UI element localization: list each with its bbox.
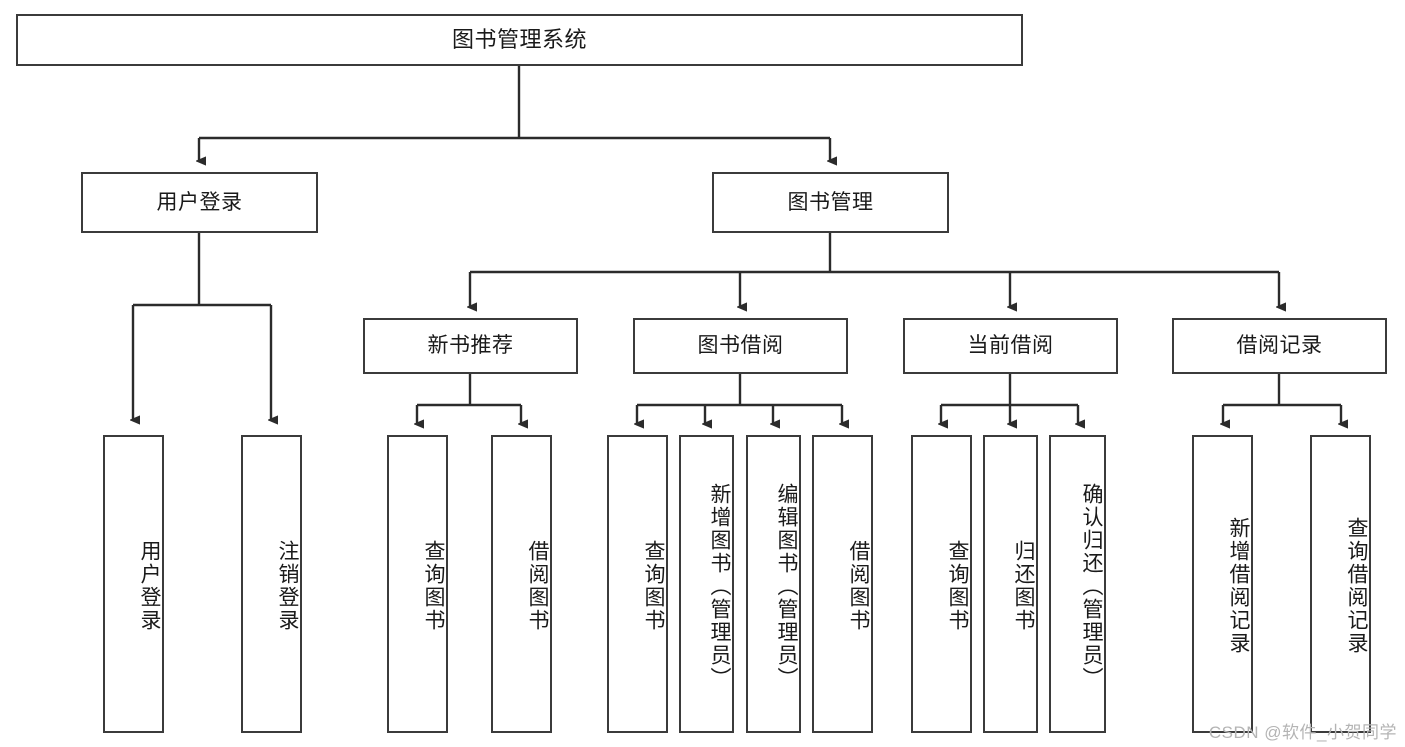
node-label: 查询图书 <box>422 540 445 632</box>
node-leaf-return-book[interactable]: 归还图书 <box>983 435 1038 733</box>
node-leaf-query-book-borrow[interactable]: 查询图书 <box>607 435 668 733</box>
node-leaf-query-borrow-record[interactable]: 查询借阅记录 <box>1310 435 1371 733</box>
node-label: 查询图书 <box>642 540 665 632</box>
node-label: 借阅图书 <box>526 540 549 632</box>
node-book-borrow[interactable]: 图书借阅 <box>633 318 848 374</box>
node-new-book-recommend[interactable]: 新书推荐 <box>363 318 578 374</box>
node-label: 图书管理 <box>787 190 874 214</box>
node-current-borrow[interactable]: 当前借阅 <box>903 318 1118 374</box>
node-label: 注销登录 <box>276 540 299 632</box>
node-leaf-borrow-book-recommend[interactable]: 借阅图书 <box>491 435 552 733</box>
node-label: 图书管理系统 <box>451 26 587 52</box>
node-leaf-user-logout[interactable]: 注销登录 <box>241 435 302 733</box>
node-label: 图书借阅 <box>697 334 784 358</box>
node-leaf-borrow-book-borrow[interactable]: 借阅图书 <box>812 435 873 733</box>
node-label: 当前借阅 <box>967 334 1054 358</box>
node-leaf-user-login[interactable]: 用户登录 <box>103 435 164 733</box>
node-book-management[interactable]: 图书管理 <box>712 172 949 233</box>
node-borrow-record[interactable]: 借阅记录 <box>1172 318 1387 374</box>
node-root-book-management-system[interactable]: 图书管理系统 <box>16 14 1023 66</box>
node-label: 查询图书 <box>946 540 969 632</box>
node-label: 新增图书（管理员） <box>708 482 731 690</box>
node-label: 归还图书 <box>1012 540 1035 632</box>
node-label: 用户登录 <box>138 540 161 632</box>
node-leaf-query-book-recommend[interactable]: 查询图书 <box>387 435 448 733</box>
node-label: 确认归还（管理员） <box>1080 482 1103 690</box>
node-label: 新书推荐 <box>427 334 514 358</box>
node-label: 借阅记录 <box>1236 334 1323 358</box>
node-leaf-edit-book-admin[interactable]: 编辑图书（管理员） <box>746 435 801 733</box>
node-user-login[interactable]: 用户登录 <box>81 172 318 233</box>
node-leaf-add-borrow-record[interactable]: 新增借阅记录 <box>1192 435 1253 733</box>
node-label: 借阅图书 <box>847 540 870 632</box>
node-label: 编辑图书（管理员） <box>775 482 798 690</box>
node-label: 新增借阅记录 <box>1227 517 1250 655</box>
node-leaf-query-book-current[interactable]: 查询图书 <box>911 435 972 733</box>
node-label: 查询借阅记录 <box>1345 517 1368 655</box>
node-label: 用户登录 <box>156 190 243 214</box>
node-leaf-add-book-admin[interactable]: 新增图书（管理员） <box>679 435 734 733</box>
node-leaf-confirm-return-admin[interactable]: 确认归还（管理员） <box>1049 435 1106 733</box>
